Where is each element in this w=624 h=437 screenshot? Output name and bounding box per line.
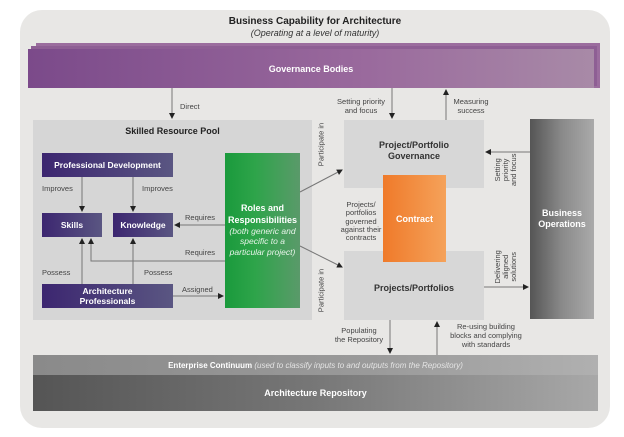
roles-label-2: Responsibilities [227,214,298,225]
business-operations-label-2: Operations [538,219,586,229]
knowledge-label: Knowledge [120,219,166,230]
skills-box: Skills [42,213,102,237]
label-reusing-building-blocks: Re-using building blocks and complying w… [446,322,526,349]
label-populating-repository: Populating the Repository [330,326,388,344]
contract-label: Contract [395,213,433,224]
label-direct: Direct [180,102,200,111]
label-participate-governance: Participate in [316,122,326,167]
governance-bodies-label: Governance Bodies [268,63,354,74]
enterprise-continuum-label: Enterprise Continuum [168,360,253,370]
label-reusing-3: with standards [461,340,511,349]
ppg-label-1: Project/Portfolio [378,139,449,150]
label-setting-priority-2: and focus [344,106,378,115]
label-reusing-2: blocks and complying [450,331,522,340]
diagram-subtitle: (Operating at a level of maturity) [250,28,380,38]
label-governed-3: governed [345,216,377,226]
business-operations-box: Business Operations [530,119,594,319]
architecture-repository-label: Architecture Repository [264,388,367,398]
architecture-professionals-label-1: Architecture [82,285,133,296]
contract-box: Contract [383,175,446,262]
label-possess-knowledge: Possess [144,268,173,277]
label-requires-knowledge: Requires [185,213,216,222]
label-measuring-1: Measuring [453,97,489,106]
label-delivering-3: solutions [508,252,518,282]
skilled-resource-pool-label: Skilled Resource Pool [125,126,220,136]
label-governed-1: Projects/ [346,200,376,209]
roles-note-1: (both generic and [229,225,296,236]
governance-bodies-box: Governance Bodies [28,49,594,88]
business-operations-label-1: Business [541,207,582,218]
label-measuring-success: Measuring success [450,97,492,115]
label-improves-skills: Improves [42,184,73,193]
label-improves-knowledge: Improves [142,184,173,193]
enterprise-continuum-note: (used to classify inputs to and outputs … [254,360,463,370]
roles-label-1: Roles and [240,203,284,214]
roles-note-3: particular project) [229,247,296,258]
knowledge-box: Knowledge [113,213,173,237]
label-populating-2: the Repository [334,335,384,344]
roles-responsibilities-box: Roles and Responsibilities (both generic… [225,153,300,308]
label-bo-setting-priority: Setting priority and focus [493,146,518,194]
label-delivering-solutions: Delivering aligned solutions [493,245,518,289]
projects-portfolios-label: Projects/Portfolios [373,282,454,293]
label-governed-contracts: Projects/ portfolios governed against th… [338,200,384,242]
label-populating-1: Populating [341,326,377,335]
label-governed-4: against their [340,224,382,234]
label-measuring-2: success [457,106,485,115]
architecture-professionals-label-2: Professionals [79,296,136,306]
label-participate-projects: Participate in [316,268,326,313]
ppg-label-2: Governance [387,151,441,161]
label-setting-priority: Setting priority and focus [332,97,390,115]
label-governed-5: contracts [345,233,377,242]
architecture-repository-bar: Architecture Repository [33,375,598,411]
label-governed-2: portfolios [345,208,377,218]
label-possess-skills: Possess [42,268,71,277]
professional-development-box: Professional Development [42,153,173,177]
professional-development-label: Professional Development [54,159,161,170]
label-requires-skills: Requires [185,248,216,257]
label-assigned: Assigned [182,285,213,294]
diagram-title: Business Capability for Architecture [228,16,402,27]
label-reusing-1: Re-using building [457,322,515,331]
roles-note-2: specific to a [240,236,285,247]
label-bo-setting-3: and focus [508,153,518,187]
enterprise-continuum-bar: Enterprise Continuum (used to classify i… [33,355,598,375]
skills-label: Skills [60,219,84,230]
projects-portfolios-box: Projects/Portfolios [344,251,484,320]
label-setting-priority-1: Setting priority [337,97,385,106]
architecture-professionals-box: Architecture Professionals [42,284,173,308]
